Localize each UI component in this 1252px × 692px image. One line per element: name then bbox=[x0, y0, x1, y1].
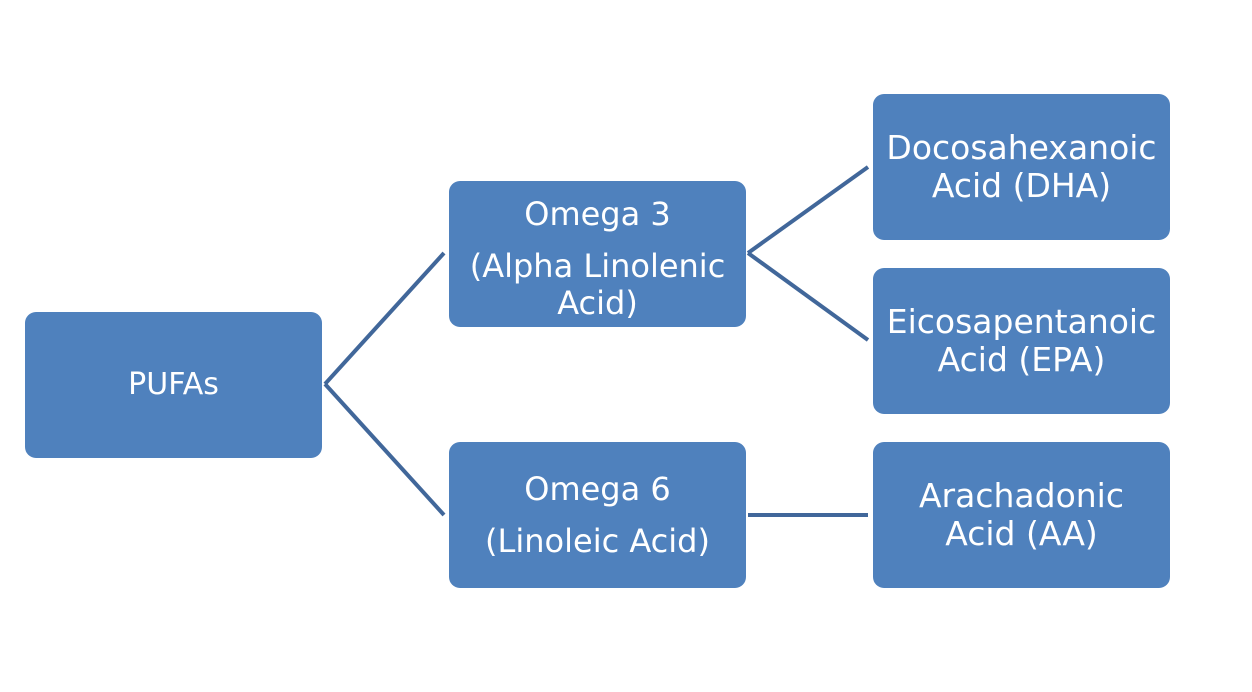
node-omega-3: Omega 3 (Alpha Linolenic Acid) bbox=[449, 181, 746, 327]
connector-pufas-omega6 bbox=[323, 382, 446, 517]
node-epa-line-2: Acid (EPA) bbox=[937, 340, 1106, 379]
node-dha: Docosahexanoic Acid (DHA) bbox=[873, 94, 1170, 240]
node-epa-line-1: Eicosapentanoic bbox=[886, 302, 1157, 341]
node-dha-line-1: Docosahexanoic bbox=[886, 128, 1157, 167]
node-pufas-label: PUFAs bbox=[128, 367, 219, 402]
node-omega-6: Omega 6 (Linoleic Acid) bbox=[449, 442, 746, 588]
node-epa: Eicosapentanoic Acid (EPA) bbox=[873, 268, 1170, 414]
node-dha-line-2: Acid (DHA) bbox=[931, 166, 1112, 205]
connector-pufas-omega3 bbox=[323, 251, 446, 386]
node-aa-line-1: Arachadonic bbox=[918, 476, 1124, 515]
node-omega-6-line-2: (Linoleic Acid) bbox=[485, 522, 710, 560]
node-omega-3-line-1: Omega 3 bbox=[524, 195, 671, 233]
node-aa: Arachadonic Acid (AA) bbox=[873, 442, 1170, 588]
node-omega-3-line-3: Acid) bbox=[557, 284, 638, 322]
connector-omega3-epa bbox=[746, 251, 870, 342]
node-pufas: PUFAs bbox=[25, 312, 322, 458]
node-aa-line-2: Acid (AA) bbox=[945, 514, 1098, 553]
node-omega-3-line-2: (Alpha Linolenic bbox=[469, 247, 726, 285]
connector-omega3-dha bbox=[746, 165, 870, 255]
node-omega-6-line-1: Omega 6 bbox=[524, 470, 671, 508]
